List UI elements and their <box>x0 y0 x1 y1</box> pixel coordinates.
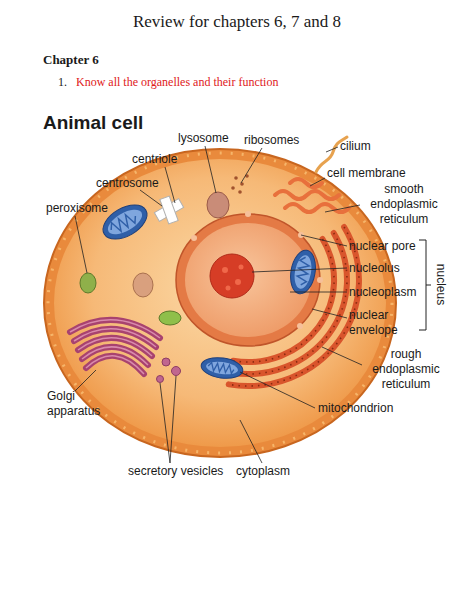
part-label: nucleoplasm <box>349 285 416 300</box>
ribosome-dot <box>234 176 238 180</box>
peroxisome-shape <box>80 273 96 293</box>
section-heading: Chapter 6 <box>43 52 99 67</box>
leader-line <box>160 383 170 463</box>
nucleus-shape <box>176 211 323 346</box>
part-label: lysosome <box>178 131 229 146</box>
list-item: Know all the organelles and their functi… <box>76 75 278 90</box>
vesicle-shape <box>162 358 170 366</box>
nucleolus-texture <box>226 286 231 291</box>
leader-line <box>312 309 347 318</box>
mitochondrion-shape <box>287 248 318 295</box>
nuclear-pore-shape <box>245 211 251 217</box>
smooth-er-tube <box>275 191 339 199</box>
part-label: centrosome <box>96 176 159 191</box>
cell-body <box>44 149 396 457</box>
cell-membrane-shape <box>44 149 396 457</box>
nucleolus-shape <box>210 254 254 298</box>
mito-inner <box>292 254 314 290</box>
leader-line <box>326 147 338 152</box>
leader-line <box>325 205 360 212</box>
list-number: 1. <box>58 75 67 90</box>
leader-line <box>140 190 162 206</box>
lysosome-shape <box>207 192 229 218</box>
part-label: nucleolus <box>349 261 400 276</box>
part-label: centriole <box>132 152 177 167</box>
leader-line <box>252 268 347 272</box>
nucleolus-texture <box>239 265 244 270</box>
golgi-highlight <box>70 320 160 374</box>
part-label: cilium <box>340 139 371 154</box>
mitochondrion-shape <box>200 355 244 381</box>
part-label: secretory vesicles <box>128 464 223 479</box>
nuclear-envelope-shape <box>176 214 320 346</box>
smooth-er-tube <box>290 179 322 187</box>
nucleolus-texture <box>222 267 228 273</box>
part-label: cell membrane <box>327 166 406 181</box>
mito-cristae <box>208 362 235 374</box>
part-label: rough endoplasmic reticulum <box>360 347 452 392</box>
leader-line <box>241 148 262 183</box>
figure-heading: Animal cell <box>43 112 143 134</box>
ribosome-dot <box>231 186 235 190</box>
leader-line <box>75 370 96 391</box>
mito-cristae <box>296 256 311 285</box>
vesicle-shape <box>157 376 164 383</box>
leader-line <box>240 372 315 408</box>
leader-line <box>170 376 176 463</box>
part-label: cytoplasm <box>236 464 290 479</box>
part-label: smooth endoplasmic reticulum <box>360 182 448 227</box>
vesicle-shape <box>159 311 181 325</box>
leader-line <box>75 216 87 273</box>
smooth-er-tube <box>285 204 349 212</box>
leader-line <box>165 167 175 203</box>
leader-line <box>310 178 325 186</box>
nuclear-pore-shape <box>297 323 303 329</box>
leader-lines <box>75 146 362 463</box>
part-label: nuclear envelope <box>349 308 419 338</box>
mito-outer <box>287 248 318 295</box>
part-label: nuclear pore <box>349 239 416 254</box>
part-label: ribosomes <box>244 133 299 148</box>
vesicle-shape <box>133 273 153 297</box>
leader-line <box>290 292 347 293</box>
golgi-shape <box>70 320 160 374</box>
centriole-shape <box>160 196 178 224</box>
part-label: peroxisome <box>46 201 108 216</box>
leader-line <box>322 347 362 365</box>
nucleus-bracket <box>419 240 431 330</box>
mito-cristae <box>108 211 138 235</box>
nuclear-pore-shape <box>191 235 197 241</box>
mito-inner <box>104 205 146 240</box>
nucleolus-texture <box>235 279 241 285</box>
leader-line <box>301 235 347 246</box>
smooth-er <box>275 179 349 212</box>
part-label: mitochondrion <box>318 401 393 416</box>
leader-line <box>240 420 262 463</box>
page-title: Review for chapters 6, 7 and 8 <box>0 12 474 32</box>
mito-outer <box>200 355 244 381</box>
part-label: Golgi apparatus <box>47 389 109 419</box>
group-label: nucleus <box>433 255 448 315</box>
vesicle-shape <box>172 367 181 376</box>
leader-line <box>205 146 216 193</box>
mito-inner <box>205 360 238 376</box>
ribosome-dot <box>238 190 242 194</box>
nuclear-pore-shape <box>317 277 323 283</box>
